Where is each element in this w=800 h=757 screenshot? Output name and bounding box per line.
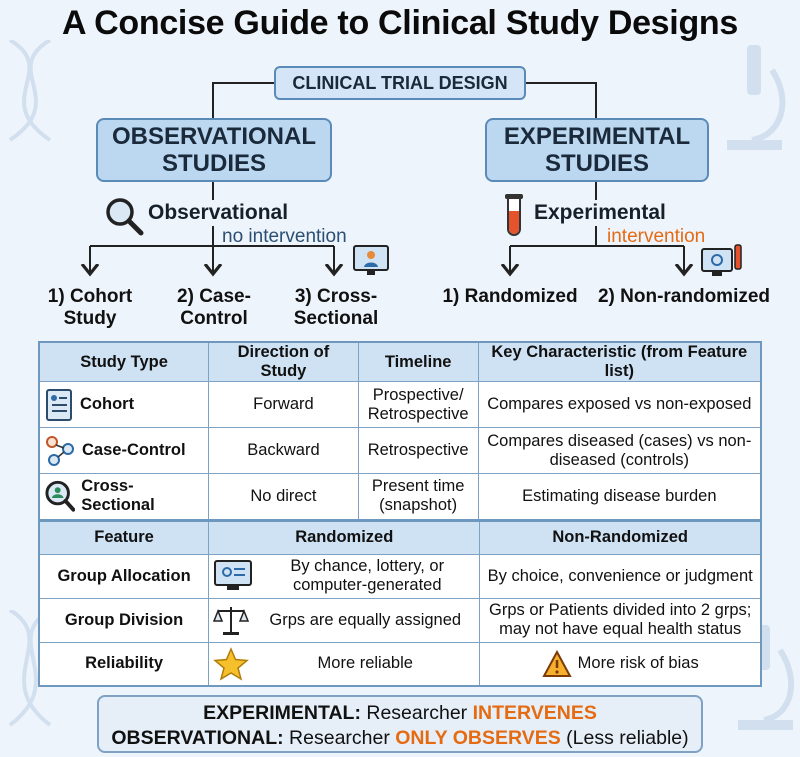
monitor-doctor-icon bbox=[353, 245, 389, 275]
study-type-table: Study Type Direction of Study Timeline K… bbox=[38, 341, 762, 521]
clinical-trial-design-box: CLINICAL TRIAL DESIGN bbox=[274, 66, 526, 100]
row-non-randomized: Grps or Patients divided into 2 grps; ma… bbox=[479, 597, 762, 643]
row-feature: Group Division bbox=[38, 597, 210, 643]
header-timeline: Timeline bbox=[357, 341, 479, 382]
leaf-case-control: 2) Case-Control bbox=[177, 286, 251, 329]
summary-experimental-label: EXPERIMENTAL: bbox=[203, 702, 361, 724]
summary-box: EXPERIMENTAL: Researcher INTERVENES OBSE… bbox=[97, 695, 703, 753]
row-type: Cohort bbox=[80, 395, 135, 413]
header-study-type: Study Type bbox=[38, 341, 210, 382]
summary-observational-suffix: (Less reliable) bbox=[566, 727, 689, 749]
magnifier-icon bbox=[106, 198, 144, 236]
leaf-non-randomized: 2) Non-randomized bbox=[597, 286, 771, 307]
intervention-label: intervention bbox=[607, 226, 706, 247]
table-row: Reliability More reliable More risk of b… bbox=[38, 641, 762, 687]
dna-helix-icon bbox=[8, 610, 52, 727]
row-key: Compares exposed vs non-exposed bbox=[477, 381, 762, 428]
summary-observational-label: OBSERVATIONAL: bbox=[111, 727, 284, 749]
computer-icon bbox=[214, 560, 253, 590]
row-non-randomized: More risk of bias bbox=[577, 654, 699, 673]
warning-icon bbox=[541, 649, 572, 677]
document-icon bbox=[46, 388, 72, 421]
row-direction: Forward bbox=[208, 381, 359, 428]
randomization-comparison-table: Feature Randomized Non-Randomized Group … bbox=[38, 520, 762, 687]
row-non-randomized: By choice, convenience or judgment bbox=[479, 553, 762, 599]
row-randomized: By chance, lottery, or computer-generate… bbox=[290, 557, 445, 594]
row-type: Cross-Sectional bbox=[81, 477, 155, 515]
table-row: Cross-Sectional No direct Present time (… bbox=[38, 473, 762, 520]
leaf-cross-sectional: 3) Cross-Sectional bbox=[293, 286, 379, 329]
row-direction: No direct bbox=[208, 473, 359, 520]
summary-observational-highlight: ONLY OBSERVES bbox=[395, 727, 561, 749]
leaf-cohort-study: 1) Cohort Study bbox=[47, 286, 133, 329]
summary-observational-text: Researcher bbox=[289, 727, 390, 749]
lab-monitor-icon bbox=[701, 244, 742, 276]
header-feature: Feature bbox=[38, 520, 210, 555]
row-key: Estimating disease burden bbox=[477, 473, 762, 520]
summary-experimental-text: Researcher bbox=[366, 702, 468, 724]
row-randomized: More reliable bbox=[317, 654, 413, 673]
row-feature: Group Allocation bbox=[38, 553, 210, 599]
row-timeline: Retrospective bbox=[357, 427, 479, 474]
balance-scale-icon bbox=[213, 607, 250, 635]
experimental-studies-box: EXPERIMENTAL STUDIES bbox=[485, 118, 709, 182]
search-person-icon bbox=[45, 481, 76, 512]
row-direction: Backward bbox=[208, 427, 359, 474]
experimental-label: Experimental bbox=[534, 201, 666, 224]
people-network-icon bbox=[46, 435, 74, 466]
summary-line-experimental: EXPERIMENTAL: Researcher INTERVENES bbox=[99, 701, 701, 726]
leaf-randomized: 1) Randomized bbox=[442, 286, 578, 307]
table-row: Cohort Forward Prospective/ Retrospectiv… bbox=[38, 381, 762, 428]
header-key-characteristic: Key Characteristic (from Feature list) bbox=[477, 341, 762, 382]
star-icon bbox=[213, 646, 249, 681]
observational-studies-box: OBSERVATIONAL STUDIES bbox=[96, 118, 332, 182]
test-tube-icon bbox=[505, 194, 523, 236]
observational-label: Observational bbox=[148, 201, 289, 224]
row-timeline: Prospective/ Retrospective bbox=[357, 381, 479, 428]
row-type: Case-Control bbox=[82, 441, 186, 459]
table-row: Group Allocation By chance, lottery, or … bbox=[38, 553, 762, 599]
row-feature: Reliability bbox=[38, 641, 210, 687]
summary-line-observational: OBSERVATIONAL: Researcher ONLY OBSERVES … bbox=[99, 726, 701, 751]
row-key: Compares diseased (cases) vs non-disease… bbox=[477, 427, 762, 474]
header-non-randomized: Non-Randomized bbox=[479, 520, 762, 555]
row-randomized: Grps are equally assigned bbox=[269, 610, 462, 629]
table-row: Group Division Grps are equally assigned… bbox=[38, 597, 762, 643]
no-intervention-label: no intervention bbox=[222, 226, 347, 247]
table-row: Case-Control Backward Retrospective Comp… bbox=[38, 427, 762, 474]
dna-helix-icon bbox=[8, 40, 52, 142]
header-randomized: Randomized bbox=[208, 520, 481, 555]
header-direction: Direction of Study bbox=[208, 341, 359, 382]
page-title: A Concise Guide to Clinical Study Design… bbox=[61, 4, 738, 42]
summary-experimental-highlight: INTERVENES bbox=[472, 702, 597, 724]
microscope-icon bbox=[727, 45, 786, 150]
row-timeline: Present time (snapshot) bbox=[357, 473, 479, 520]
